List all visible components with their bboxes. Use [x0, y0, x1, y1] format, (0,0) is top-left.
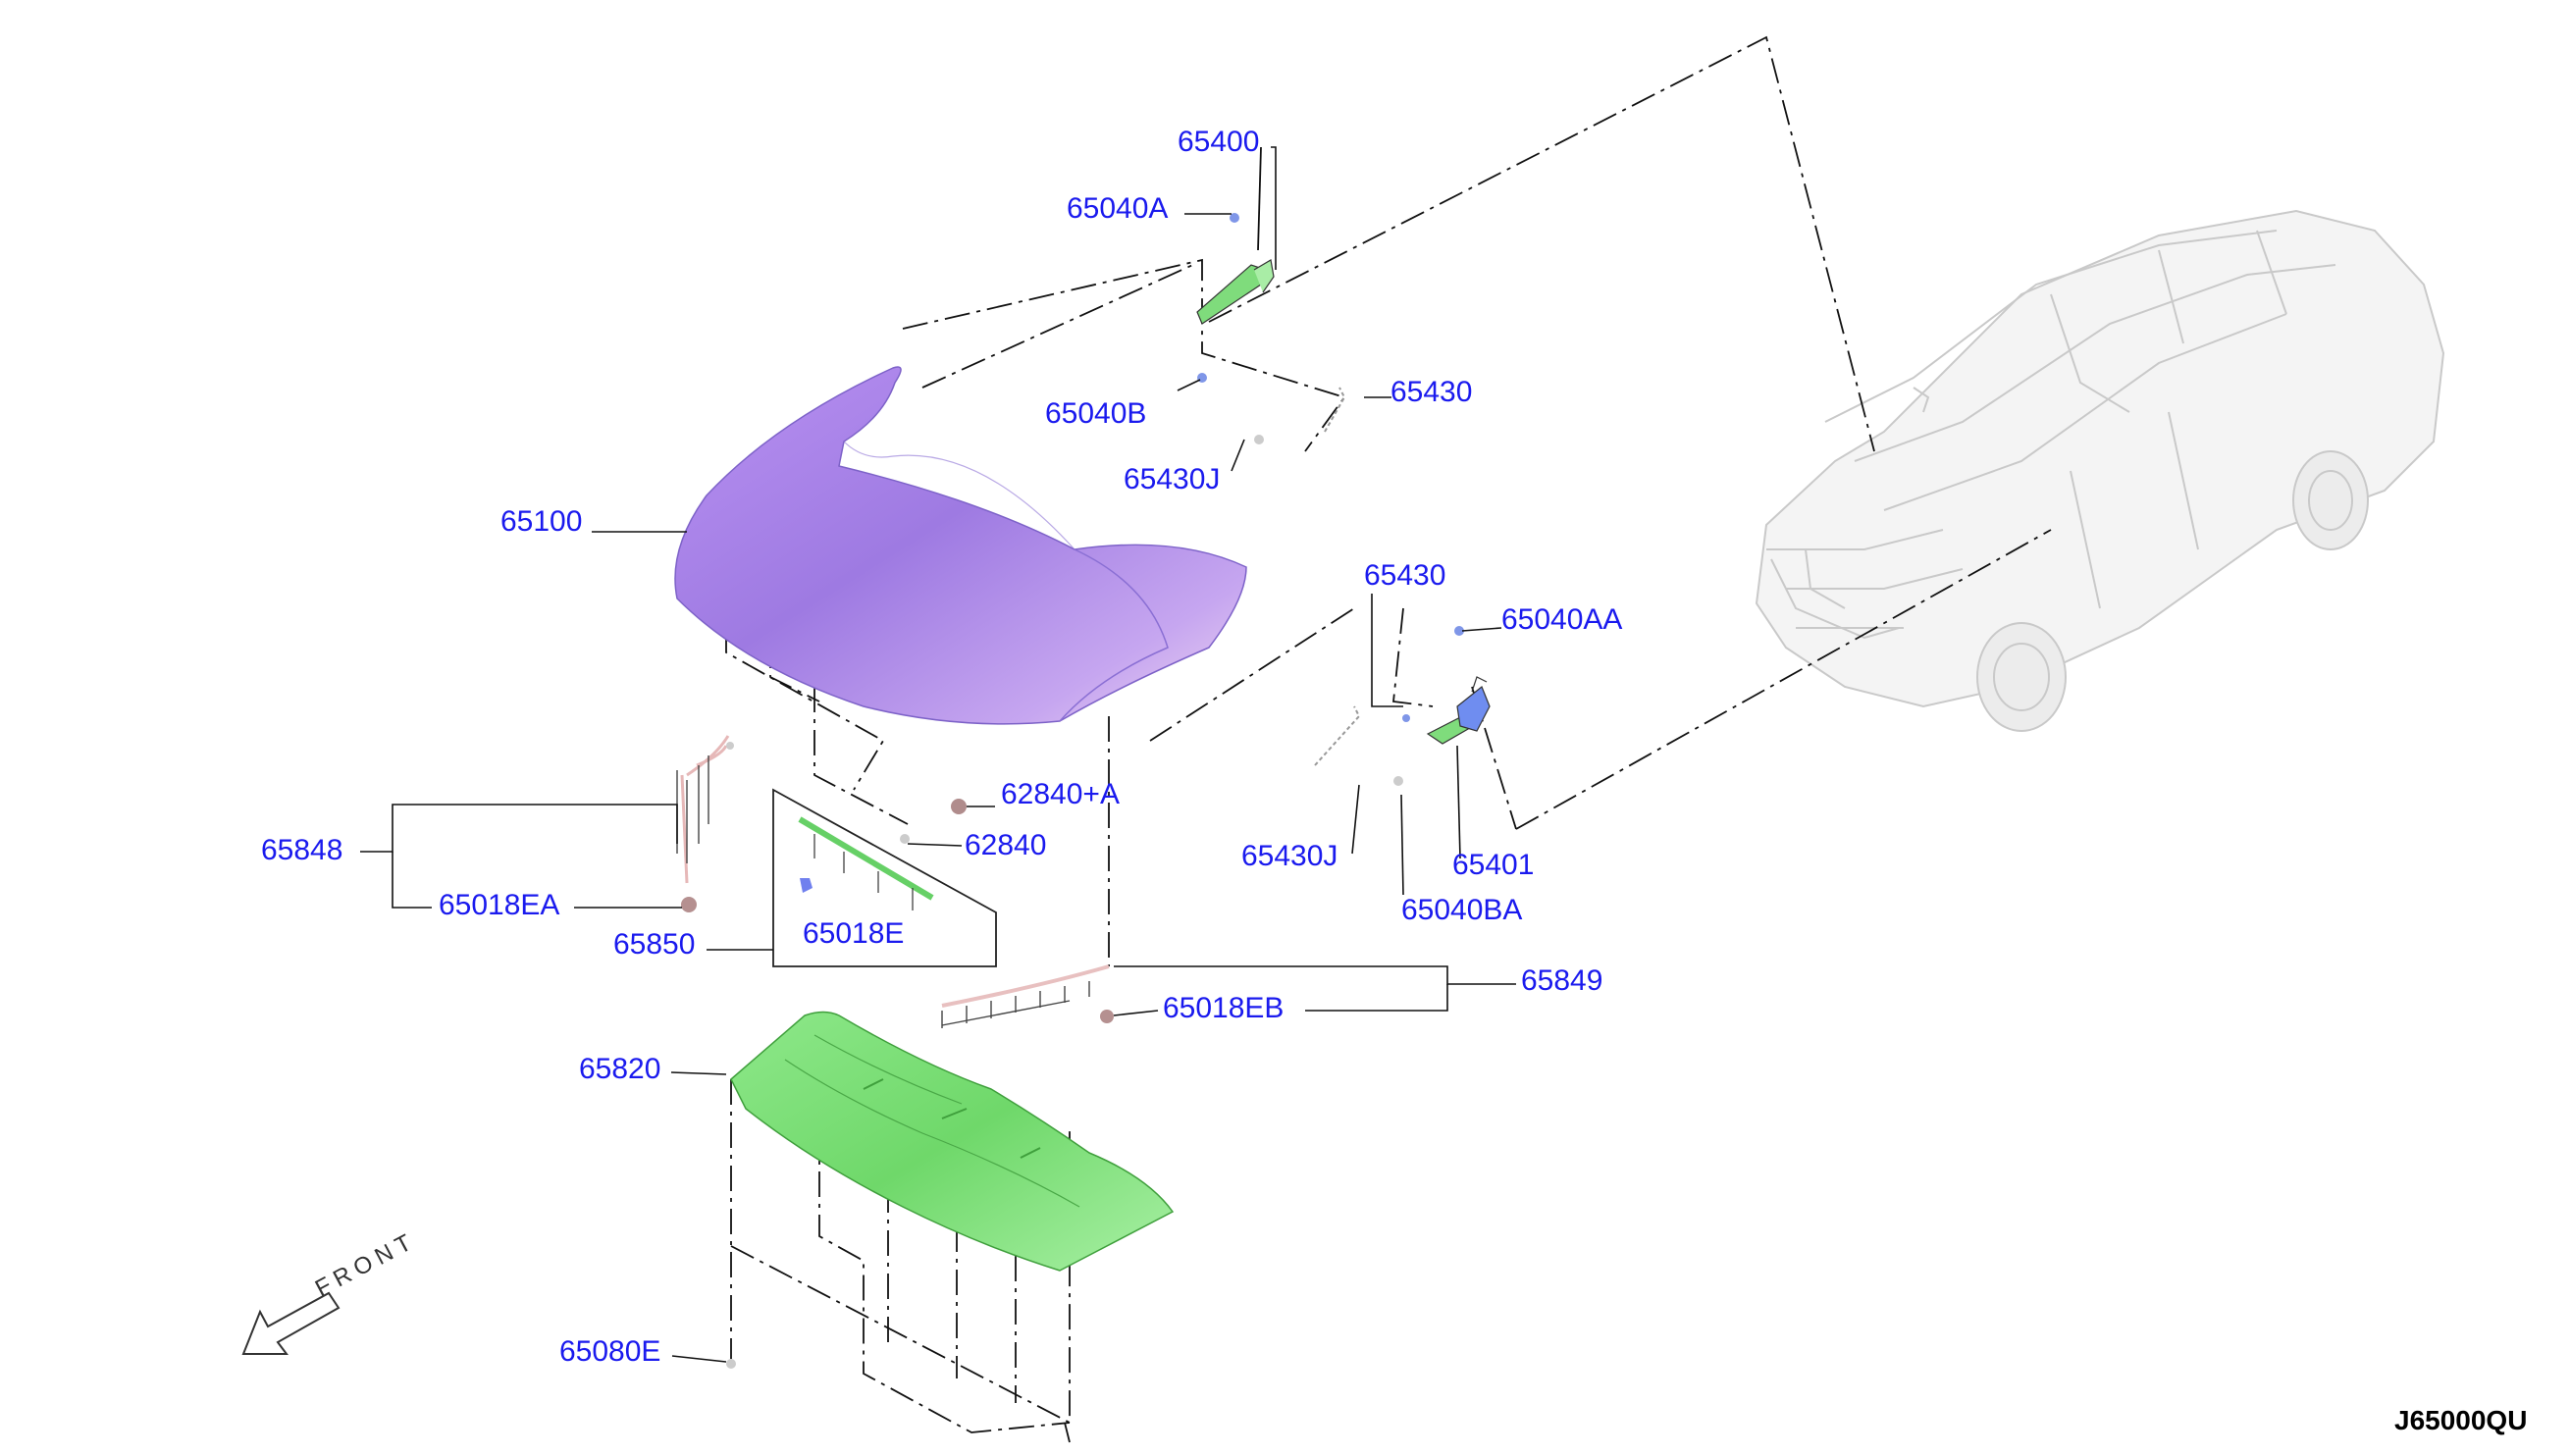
bolt-65080e: [726, 1359, 736, 1369]
part-label-65040BA[interactable]: 65040BA: [1401, 894, 1523, 926]
part-label-62840A[interactable]: 62840+A: [1001, 778, 1120, 810]
part-label-65018E[interactable]: 65018E: [803, 917, 905, 950]
part-label-65849[interactable]: 65849: [1521, 964, 1603, 997]
part-label-65100[interactable]: 65100: [500, 505, 583, 538]
vehicle-illustration: [1755, 209, 2445, 732]
part-label-65401[interactable]: 65401: [1452, 849, 1535, 881]
seal-lower: [941, 964, 1114, 1028]
part-label-65040AA[interactable]: 65040AA: [1501, 603, 1623, 636]
part-label-65820[interactable]: 65820: [579, 1053, 661, 1085]
part-label-65430-lower[interactable]: 65430: [1364, 559, 1446, 592]
part-label-65400[interactable]: 65400: [1178, 126, 1260, 158]
part-label-62840[interactable]: 62840: [965, 829, 1047, 861]
part-label-65040B[interactable]: 65040B: [1045, 397, 1147, 430]
part-box-65850: [772, 788, 997, 967]
part-label-65018EA[interactable]: 65018EA: [439, 889, 560, 921]
part-label-65018EB[interactable]: 65018EB: [1163, 992, 1285, 1024]
part-label-65430J-upper[interactable]: 65430J: [1124, 463, 1221, 495]
clips-62840: [900, 799, 967, 844]
diagram-code: J65000QU: [2394, 1405, 2528, 1435]
dash-leaders: [725, 35, 2052, 1443]
part-label-65430J-lower[interactable]: 65430J: [1241, 840, 1338, 872]
part-label-65080E[interactable]: 65080E: [559, 1335, 661, 1368]
part-label-65430-upper[interactable]: 65430: [1390, 376, 1473, 408]
label-leaders: [360, 146, 1516, 1363]
part-label-65850[interactable]: 65850: [613, 928, 696, 961]
seal-left: [676, 735, 734, 912]
hood-panel: [674, 366, 1247, 725]
part-label-65848[interactable]: 65848: [261, 834, 343, 866]
front-arrow-icon: [241, 1291, 341, 1355]
part-label-65040A[interactable]: 65040A: [1067, 192, 1169, 225]
hood-hinge-upper: [1196, 146, 1346, 444]
hood-insulator: [730, 1011, 1175, 1272]
hood-hinge-lower: [1314, 626, 1491, 786]
